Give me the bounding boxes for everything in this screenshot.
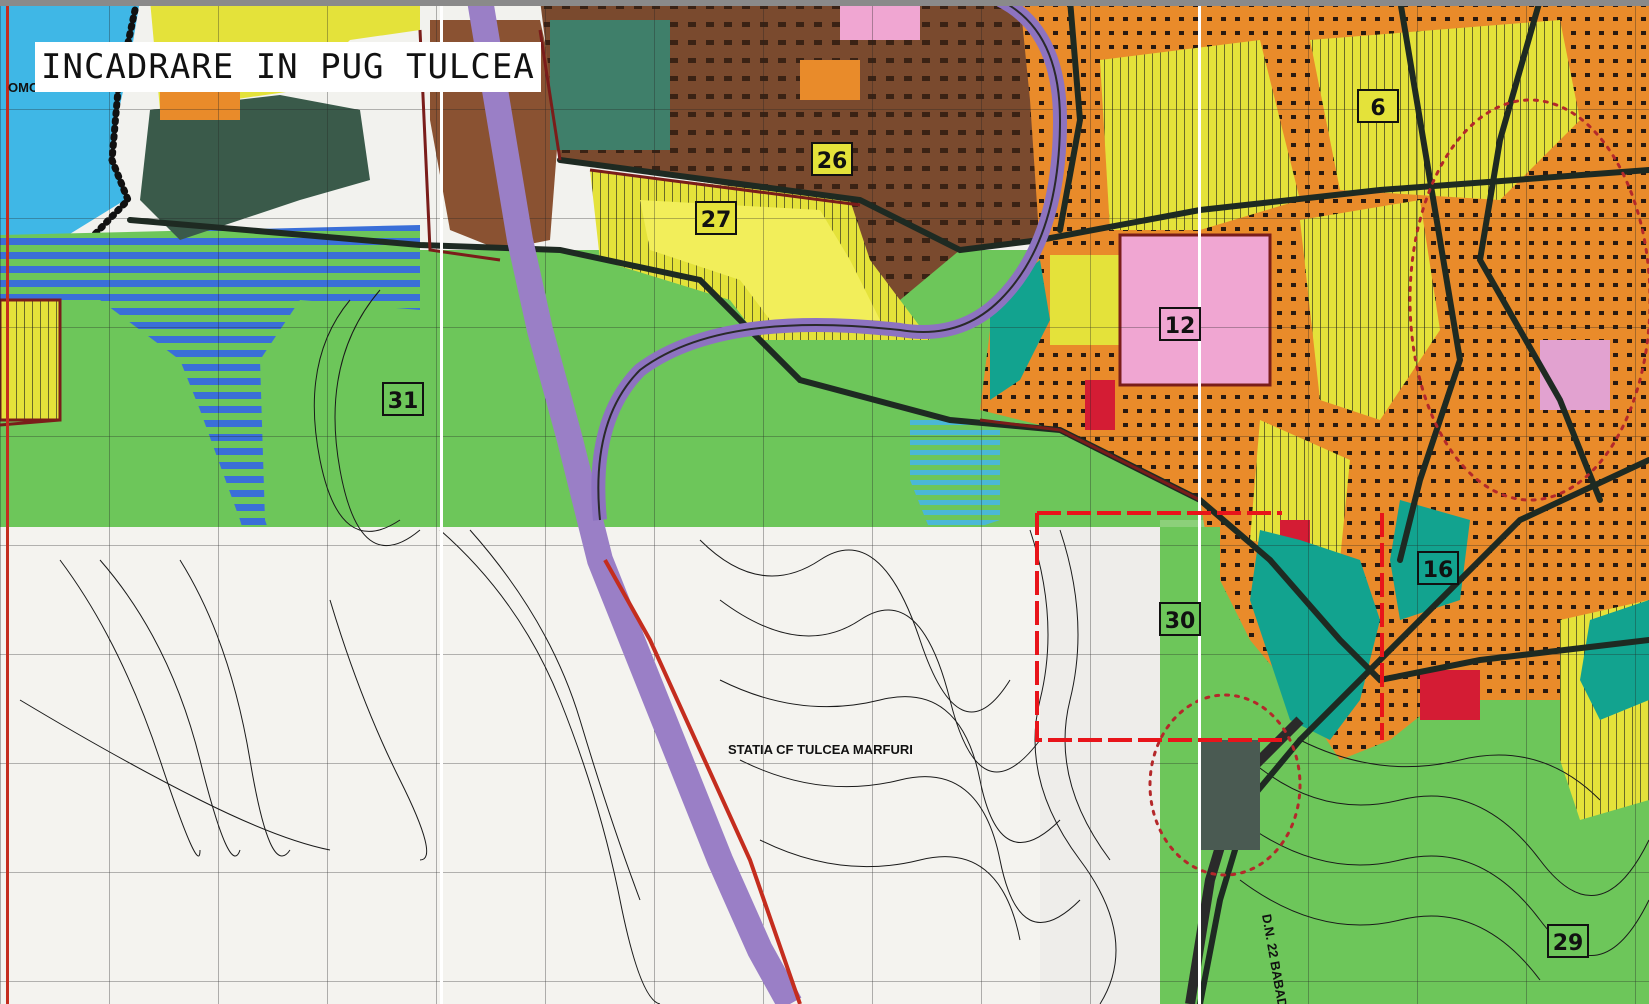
- svg-text:6: 6: [1370, 96, 1385, 121]
- edge-text: OMO: [8, 80, 39, 95]
- sheet-seam: [1198, 0, 1201, 1004]
- zone-label-27: 27: [695, 201, 737, 235]
- map-title: INCADRARE IN PUG TULCEA: [35, 42, 541, 92]
- zone-label-16: 16: [1417, 551, 1459, 585]
- zone-label-6: 6: [1357, 89, 1399, 123]
- map-frame: [6, 0, 9, 1004]
- svg-text:30: 30: [1165, 609, 1196, 634]
- railway-corridor: [467, 0, 802, 1004]
- railway-corridor: [603, 559, 802, 1004]
- zone-label-31: 31: [382, 382, 424, 416]
- svg-text:31: 31: [388, 389, 419, 414]
- structure-block: [1200, 740, 1260, 850]
- site-boundary: [1035, 511, 1384, 742]
- svg-text:27: 27: [701, 208, 732, 233]
- station-label: STATIA CF TULCEA MARFURI: [728, 742, 913, 757]
- zone-label-12: 12: [1159, 307, 1201, 341]
- railway-curve: [597, 0, 1062, 521]
- zone-boundaries: [0, 29, 1201, 502]
- svg-text:16: 16: [1423, 558, 1454, 583]
- zone-label-29: 29: [1547, 924, 1589, 958]
- svg-text:26: 26: [817, 149, 848, 174]
- top-band: [0, 0, 1649, 6]
- sheet-seam: [440, 0, 443, 1004]
- contour-lines: [19, 289, 1649, 1004]
- svg-text:29: 29: [1553, 931, 1584, 956]
- zone-label-26: 26: [811, 142, 853, 176]
- svg-text:12: 12: [1165, 314, 1196, 339]
- protected-area-boundary: [1148, 98, 1649, 877]
- zone-label-30: 30: [1159, 602, 1201, 636]
